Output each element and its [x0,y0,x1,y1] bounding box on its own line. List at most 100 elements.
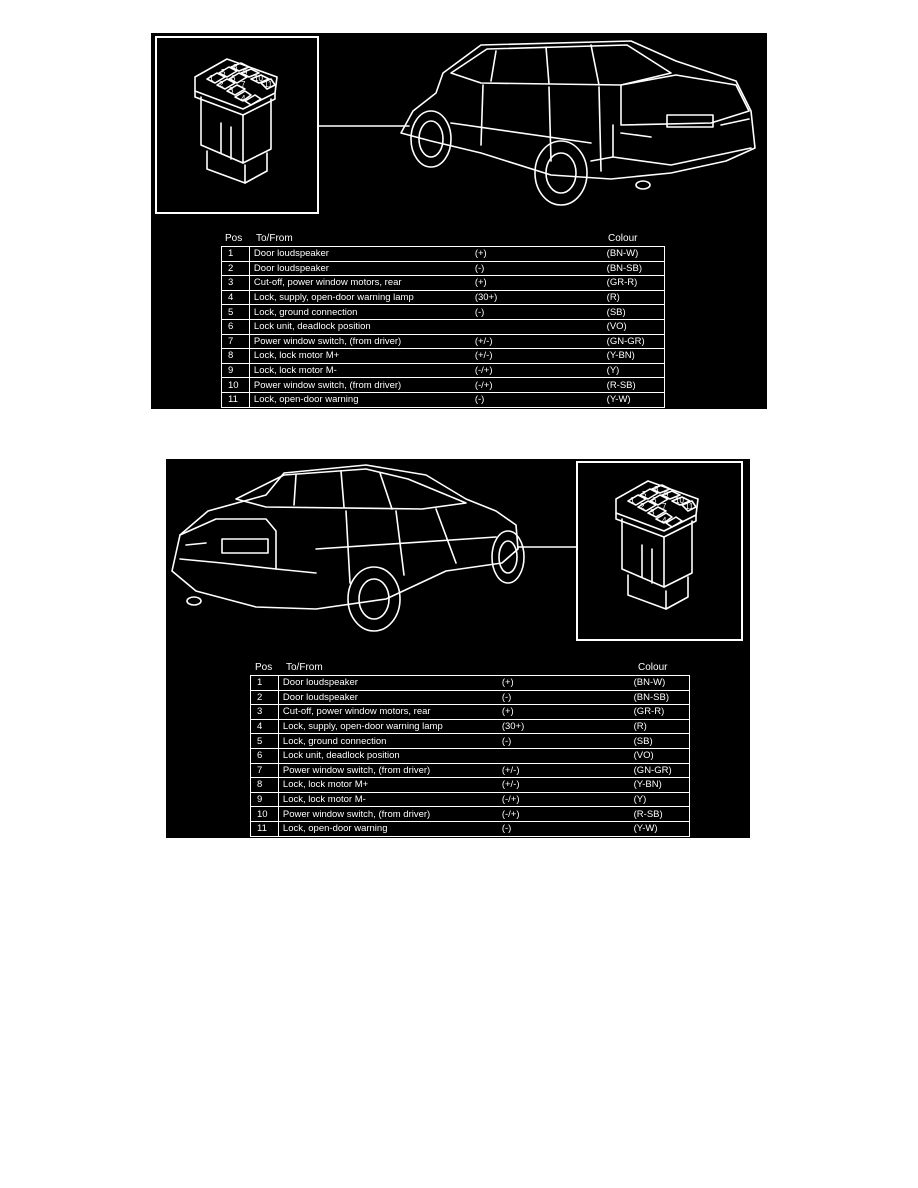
pin-label-4: 4 [241,94,246,103]
header-to-from: To/From [256,233,293,244]
cell-to-from: Cut-off, power window motors, rear [277,704,498,720]
connector-inset [576,461,743,641]
cell-to-from: Door loudspeaker [248,246,471,262]
cell-to-from: Lock, open-door warning [248,391,471,408]
cell-sign: (+) [497,704,630,720]
pin-label-6: 6 [652,496,657,505]
pin-label-3: 3 [650,508,655,517]
cell-colour: (VO) [629,747,690,764]
cell-to-from: Power window switch, (from driver) [277,762,498,779]
connector-illustration: 1 5 8 2 6 9 3 7 10 11 4 [194,58,278,184]
header-pos: Pos [225,233,243,244]
connector-inset [155,36,319,214]
cell-sign: (+) [497,675,630,691]
cell-sign: (+/-) [470,333,603,350]
cell-sign: (-) [470,391,603,408]
pin-label-8: 8 [233,63,238,72]
pin-label-2: 2 [219,80,224,89]
cell-colour: (BN-SB) [602,260,665,277]
cell-sign: (-) [470,260,603,277]
pin-label-2: 2 [640,502,645,511]
cell-colour: (Y-BN) [629,777,690,793]
pin-label-10: 10 [254,74,263,83]
cell-colour: (Y-W) [629,820,690,837]
pin-label-10: 10 [675,496,684,505]
cell-sign [470,318,603,335]
pin-label-1: 1 [209,74,214,83]
cell-to-from: Power window switch, (from driver) [248,377,471,393]
pin-label-9: 9 [664,490,669,499]
cell-pos: 9 [250,791,279,808]
cell-sign [497,747,630,764]
cell-colour: (SB) [602,304,665,320]
cell-to-from: Power window switch, (from driver) [248,333,471,350]
cell-pos: 4 [221,289,250,306]
cell-pos: 5 [221,304,250,320]
cell-pos: 3 [221,275,250,291]
cell-pos: 10 [221,377,250,393]
cell-sign: (+/-) [470,348,603,364]
cell-colour: (Y) [602,362,665,379]
cell-to-from: Lock, lock motor M+ [277,777,498,793]
car-illustration-left-rear [318,40,756,206]
cell-sign: (-) [470,304,603,320]
cell-to-from: Lock, open-door warning [277,820,498,837]
header-to-from: To/From [286,662,323,673]
cell-to-from: Cut-off, power window motors, rear [248,275,471,291]
cell-pos: 1 [221,246,250,262]
cell-colour: (GN-GR) [629,762,690,779]
cell-pos: 9 [221,362,250,379]
cell-pos: 6 [250,747,279,764]
cell-to-from: Lock, lock motor M+ [248,348,471,364]
cell-colour: (BN-SB) [629,689,690,706]
cell-colour: (BN-W) [602,246,665,262]
cell-pos: 1 [250,675,279,691]
cell-sign: (-/+) [470,377,603,393]
pin-label-5: 5 [642,490,647,499]
cell-to-from: Door loudspeaker [277,689,498,706]
cell-pos: 8 [221,348,250,364]
pin-label-5: 5 [221,68,226,77]
cell-to-from: Lock unit, deadlock position [277,747,498,764]
pin-label-11: 11 [264,80,273,89]
pin-label-1: 1 [630,496,635,505]
header-pos: Pos [255,662,273,673]
pin-label-11: 11 [685,502,694,511]
cell-pos: 2 [250,689,279,706]
connector-illustration: 1 5 8 2 6 9 3 7 10 11 4 [615,480,699,610]
cell-to-from: Power window switch, (from driver) [277,806,498,822]
cell-pos: 7 [250,762,279,779]
cell-sign: (-/+) [470,362,603,379]
cell-colour: (Y-W) [602,391,665,408]
cell-colour: (Y-BN) [602,348,665,364]
cell-colour: (R-SB) [629,806,690,822]
cell-sign: (-/+) [497,791,630,808]
cell-to-from: Lock, supply, open-door warning lamp [277,718,498,735]
wiring-panel-right-rear: 1 5 8 2 6 9 3 7 10 11 4 Pos To/From Colo… [166,459,750,838]
header-colour: Colour [608,233,638,244]
pin-label-9: 9 [243,68,248,77]
cell-sign: (-) [497,820,630,837]
cell-to-from: Lock, supply, open-door warning lamp [248,289,471,306]
cell-to-from: Lock, ground connection [248,304,471,320]
cell-sign: (-) [497,733,630,749]
cell-colour: (BN-W) [629,675,690,691]
pin-label-4: 4 [662,516,667,525]
cell-to-from: Door loudspeaker [277,675,498,691]
